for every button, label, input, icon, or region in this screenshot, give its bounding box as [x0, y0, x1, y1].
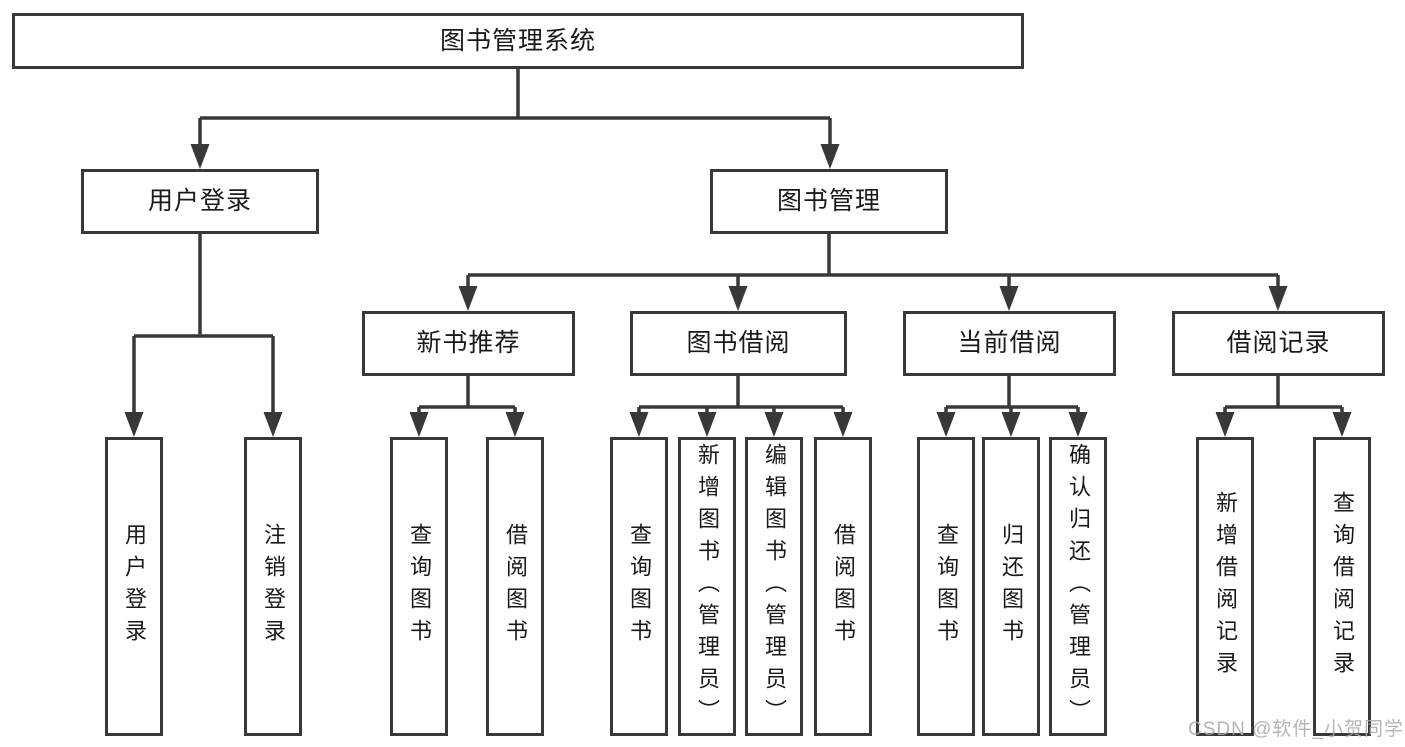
- leaf-bb-query-books: 查询图书: [610, 437, 668, 736]
- leaf-rec-borrow-books: 借阅图书: [486, 437, 544, 736]
- leaf-cb-confirm-return-admin: 确认归还（管理员）: [1049, 437, 1107, 736]
- node-book-borrowing: 图书借阅: [630, 311, 847, 376]
- csdn-watermark: CSDN @软件_小贺同学: [1188, 719, 1404, 740]
- node-borrowing-records: 借阅记录: [1172, 311, 1385, 376]
- leaf-bb-edit-books-admin: 编辑图书（管理员）: [745, 437, 803, 736]
- leaf-cb-query-books: 查询图书: [917, 437, 975, 736]
- node-new-book-recommend: 新书推荐: [362, 311, 575, 376]
- leaf-cb-return-books: 归还图书: [982, 437, 1040, 736]
- leaf-bb-add-books-admin: 新增图书（管理员）: [678, 437, 736, 736]
- node-book-management: 图书管理: [710, 169, 948, 234]
- leaf-bb-borrow-books: 借阅图书: [814, 437, 872, 736]
- leaf-logout: 注销登录: [244, 437, 302, 736]
- leaf-br-query-record: 查询借阅记录: [1313, 437, 1371, 736]
- node-root: 图书管理系统: [12, 13, 1024, 69]
- leaf-rec-query-books: 查询图书: [390, 437, 448, 736]
- node-current-borrowing: 当前借阅: [903, 311, 1116, 376]
- leaf-br-add-record: 新增借阅记录: [1196, 437, 1254, 736]
- node-user-login: 用户登录: [81, 169, 319, 234]
- leaf-user-login: 用户登录: [105, 437, 163, 736]
